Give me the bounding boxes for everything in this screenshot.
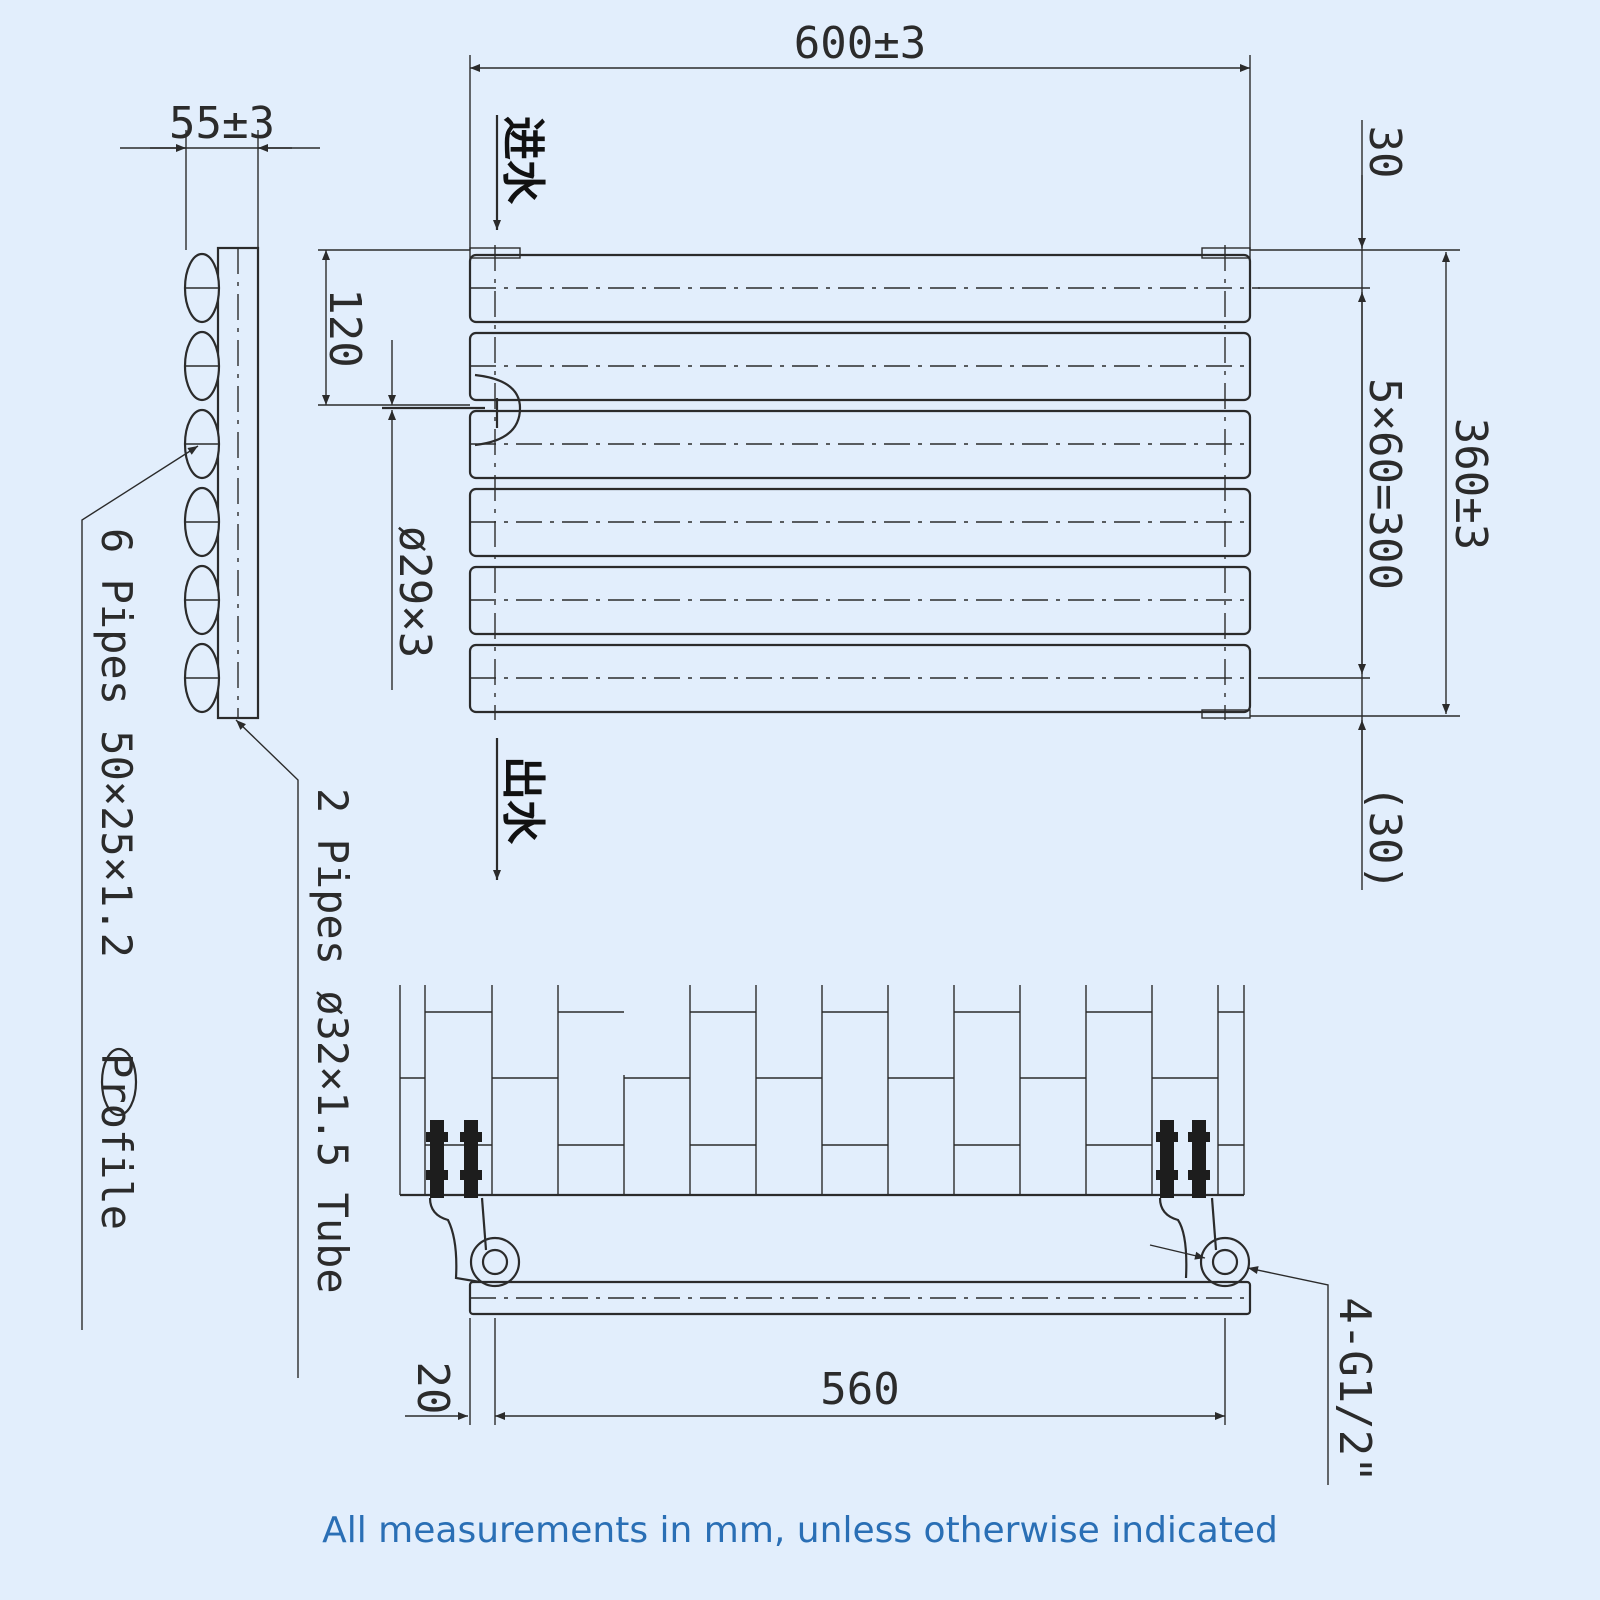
profile-word-label: Profile	[92, 1053, 141, 1230]
plan-view: 4-G1/2" 560 20	[399, 985, 1380, 1485]
horizontal-bars	[468, 253, 1252, 714]
front-view: 600±3 120	[318, 18, 1496, 891]
tube-leader	[235, 719, 299, 1378]
right-header-cap	[1201, 247, 1251, 259]
outlet-label: 出水	[497, 756, 548, 845]
connections-label: 4-G1/2"	[1329, 1297, 1380, 1482]
pipe-profiles	[183, 252, 221, 714]
right-wall-bracket	[1156, 1120, 1218, 1279]
left-connection-inner	[481, 1248, 509, 1276]
right-connection-inner	[1211, 1248, 1239, 1276]
tube-label: 2 Pipes ø32×1.5 Tube	[308, 788, 357, 1294]
side-profile-view: 55±3 6 Pipes 50×25×1.2 Profile 2 Pipes ø…	[81, 98, 357, 1378]
centre-distance-label: 560	[820, 1364, 899, 1415]
overall-height-label: 360±3	[1445, 418, 1496, 550]
connection-leader	[1247, 1266, 1329, 1485]
pipes-profile-leader	[81, 445, 199, 1330]
top-offset-label: 30	[1359, 126, 1410, 179]
oval-profile-icon	[100, 1047, 138, 1117]
inlet-label: 进水	[497, 116, 548, 205]
pipes-profile-label: 6 Pipes 50×25×1.2	[92, 528, 141, 958]
profile-depth-label: 55±3	[169, 98, 275, 149]
right-header-bottom-cap	[1201, 709, 1251, 719]
connection-arrow-in	[1149, 1244, 1206, 1260]
first-pipe-offset-label: 120	[319, 288, 370, 367]
bar-centre-lines	[470, 287, 1260, 679]
bottom-offset-label: (30)	[1359, 785, 1410, 891]
overall-width-label: 600±3	[794, 18, 926, 69]
plan-columns	[399, 985, 1245, 1195]
pipe-diameter-label: ø29×3	[389, 526, 440, 658]
left-connection-outer	[469, 1236, 521, 1288]
right-connection-outer	[1199, 1236, 1251, 1288]
measurement-note: All measurements in mm, unless otherwise…	[322, 1510, 1278, 1551]
pipe-section-detail	[474, 373, 522, 447]
left-header-cap	[469, 247, 521, 259]
pipe-pitch-label: 5×60=300	[1359, 378, 1410, 590]
plan-rows	[400, 1011, 1244, 1197]
left-wall-bracket	[426, 1120, 488, 1284]
left-offset-label: 20	[407, 1362, 458, 1415]
